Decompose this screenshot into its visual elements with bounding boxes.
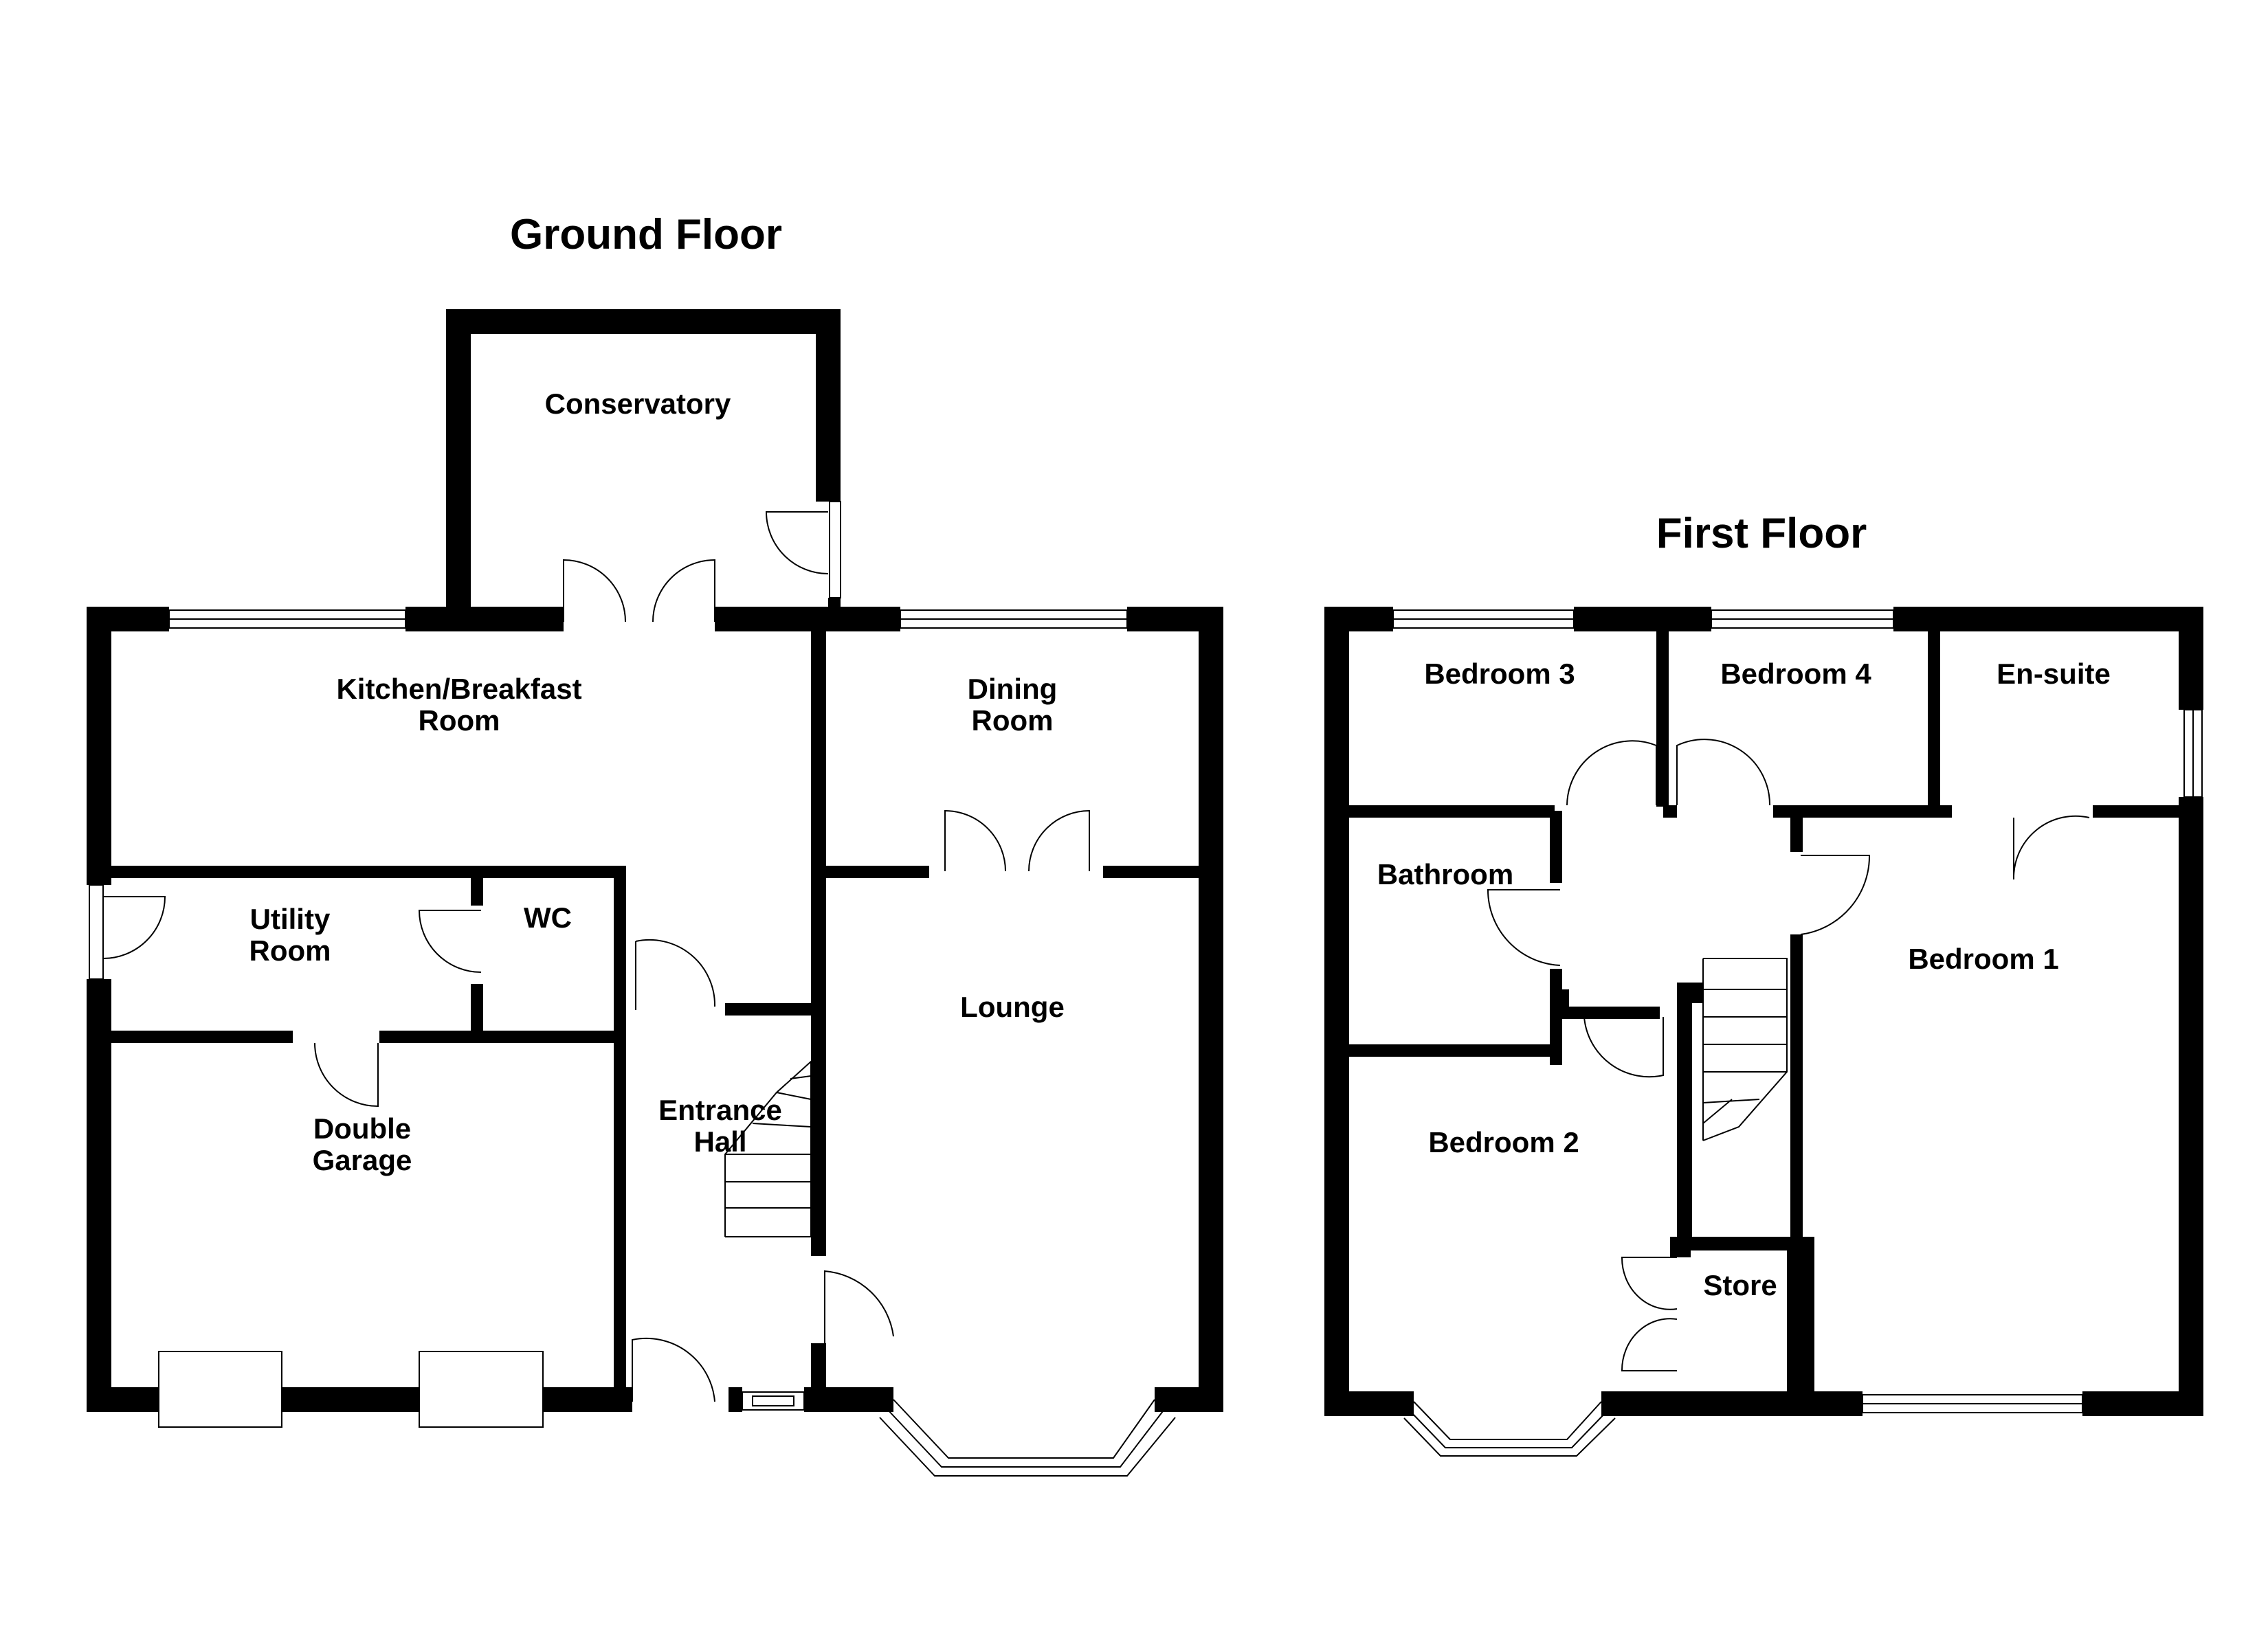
bedroom3-door [1566,740,1657,806]
bedroom1-label: Bedroom 1 [1908,943,2058,975]
ensuite-door [2012,815,2090,880]
conservatory-side-door [765,511,829,574]
utility-label-line1: Utility [250,903,331,935]
conservatory-side-door-frame [829,501,841,598]
hall-window-inner [752,1395,794,1406]
dining-label-line2: Room [972,704,1054,737]
ensuite-label: En-suite [1997,658,2111,690]
dining-label-line1: Dining [968,673,1058,705]
ground-floor-stairs [724,1059,812,1237]
conservatory-label: Conservatory [545,388,731,420]
kitchen-label-line1: Kitchen/Breakfast [336,673,581,705]
store-label: Store [1703,1269,1777,1301]
bedroom4-door [1676,739,1771,806]
first-floor-stairs [1702,958,1788,1141]
front-door [632,1337,715,1402]
store-double-doors [1621,1257,1678,1371]
garage-door-left [158,1351,282,1428]
first-floor-labels: Bedroom 3 Bedroom 4 En-suite Bathroom Be… [1377,658,2111,1301]
bathroom-label: Bathroom [1377,858,1513,890]
lounge-door [824,1270,894,1347]
first-floor-title: First Floor [1656,510,1867,557]
bedroom2-label: Bedroom 2 [1428,1126,1579,1158]
ground-floor: Ground Floor [87,211,1223,1477]
kitchen-label-line2: Room [419,704,500,737]
utility-side-door [102,896,166,959]
utility-side-door-frame [89,884,104,980]
kitchen-hall-door [635,939,716,1010]
first-floor: First Floor [1324,510,2203,1457]
conservatory-french-doors [563,559,715,622]
lounge-bay-window [893,1399,1155,1459]
ground-floor-windows [89,501,1176,1477]
bedroom1-door [1800,855,1871,935]
garage-door-right [419,1351,544,1428]
garage-label-line1: Double [313,1112,411,1145]
bedroom4-label: Bedroom 4 [1720,658,1871,690]
wc-label: WC [524,901,572,934]
ground-floor-doors [102,511,1090,1402]
bedroom2-door [1583,1016,1664,1078]
wc-door [418,910,482,973]
garage-label-line2: Garage [313,1144,412,1176]
bedroom2-bay-window [1413,1401,1602,1440]
garage-internal-door [314,1042,379,1108]
ground-floor-title: Ground Floor [510,211,782,258]
ground-floor-walls [87,309,1223,1412]
hall-label-line1: Entrance [658,1094,782,1126]
bathroom-door [1487,889,1561,966]
bedroom3-label: Bedroom 3 [1424,658,1575,690]
utility-label-line2: Room [249,934,331,967]
first-floor-walls [1324,607,2203,1416]
ground-floor-labels: Conservatory Kitchen/Breakfast Room Dini… [249,388,1065,1176]
first-floor-doors [1487,739,2090,1371]
dining-french-doors [944,809,1090,872]
first-floor-windows [1392,609,2203,1457]
lounge-label: Lounge [960,991,1065,1023]
hall-label-line2: Hall [693,1125,746,1158]
